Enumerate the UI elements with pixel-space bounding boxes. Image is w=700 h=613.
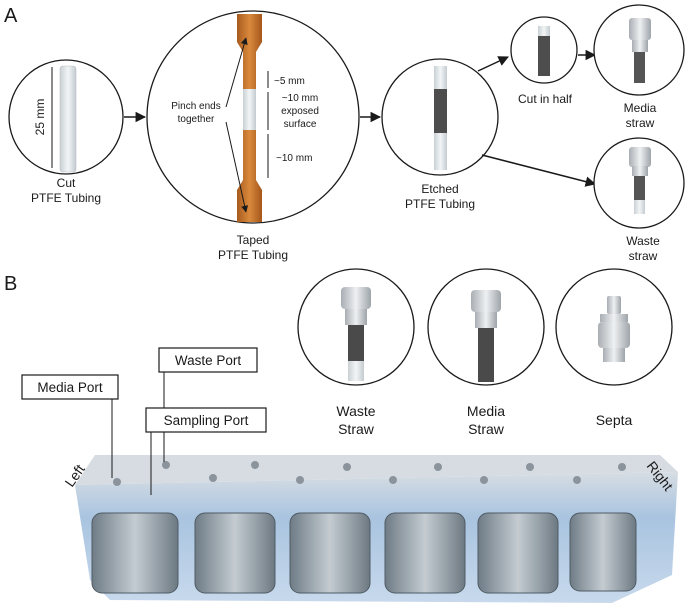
plate-top: [75, 455, 678, 485]
b-septa-group: Septa: [555, 268, 673, 428]
arrow-etched-to-waste: [481, 154, 597, 187]
b-waste-tube: [348, 325, 364, 361]
port-hole: [113, 478, 121, 486]
port-hole: [480, 476, 488, 484]
media-thread: [632, 40, 648, 52]
waste-caption-1: Waste: [626, 234, 660, 248]
b-media-straw-group: Media Straw: [427, 268, 545, 437]
waste-tube-end: [634, 200, 645, 214]
sampling-port-label: Sampling Port: [164, 413, 249, 428]
cut-tubing-group: 25 mm Cut PTFE Tubing: [8, 59, 124, 205]
b-media-thread: [475, 312, 497, 328]
dim-middle-3: surface: [284, 119, 317, 130]
b-media-cap: [471, 290, 501, 312]
waste-straw-group: Waste straw: [593, 137, 685, 263]
dim-top: ~5 mm: [274, 76, 305, 87]
media-port-callout: Media Port: [21, 374, 119, 478]
pinch-arrow-top: [225, 37, 248, 108]
panel-a-letter: A: [4, 5, 18, 27]
waste-cap: [629, 147, 651, 167]
taped-caption-2: PTFE Tubing: [218, 248, 288, 262]
etched-tube-middle: [434, 89, 447, 134]
upper-tape: [237, 14, 262, 90]
well: [194, 512, 276, 594]
plate-group: [75, 455, 678, 603]
half-tube-etched: [538, 36, 550, 76]
septa-body: [598, 322, 630, 348]
etched-caption-2: PTFE Tubing: [405, 197, 475, 211]
arrow-etched-to-half: [477, 56, 509, 72]
septa-thread: [603, 348, 625, 362]
etched-caption-1: Etched: [421, 182, 458, 196]
waste-caption-2: straw: [629, 249, 658, 263]
media-port-box: [21, 374, 119, 400]
well: [569, 512, 637, 592]
cut-caption-1: Cut: [57, 176, 76, 190]
b-media-tube: [478, 328, 494, 382]
port-hole: [434, 463, 442, 471]
media-straw-group: Media straw: [593, 4, 685, 130]
cut-caption-2: PTFE Tubing: [31, 191, 101, 205]
well: [477, 512, 559, 594]
port-hole: [389, 476, 397, 484]
pinch-label-2: together: [178, 114, 215, 125]
waste-tube: [634, 176, 645, 200]
pinch-label-1: Pinch ends: [171, 101, 220, 112]
taped-caption-1: Taped: [237, 233, 270, 247]
media-caption-1: Media: [624, 101, 657, 115]
media-tube: [634, 52, 645, 83]
well: [384, 512, 466, 594]
b-waste-straw-group: Waste Straw: [297, 268, 415, 437]
exposed-tube: [243, 89, 256, 131]
septa-flange: [600, 314, 628, 322]
cut-half-group: Cut in half: [510, 16, 578, 106]
waste-port-label: Waste Port: [175, 353, 242, 368]
port-hole: [162, 461, 170, 469]
port-hole: [573, 476, 581, 484]
panel-b-letter: B: [4, 273, 17, 295]
sampling-port-callout: Sampling Port: [145, 407, 267, 495]
b-waste-caption-2: Straw: [338, 421, 375, 437]
waste-port-box: [158, 347, 258, 373]
dim-middle-1: ~10 mm: [282, 93, 318, 104]
etched-tubing-group: Etched PTFE Tubing: [381, 58, 499, 211]
b-septa-caption: Septa: [596, 412, 633, 428]
port-hole: [343, 463, 351, 471]
port-hole: [209, 474, 217, 482]
pinch-arrow-bottom: [225, 121, 249, 213]
port-hole: [526, 463, 534, 471]
dim-bottom: ~10 mm: [276, 153, 312, 164]
etched-tube-bottom: [434, 133, 447, 170]
port-hole: [296, 476, 304, 484]
b-waste-caption-1: Waste: [336, 403, 375, 419]
b-media-caption-1: Media: [467, 403, 505, 419]
plate-ports: [113, 461, 626, 486]
etched-tube-top: [434, 66, 447, 90]
port-hole: [618, 463, 626, 471]
half-tube-top: [538, 26, 550, 36]
cut-tube-dimension: 25 mm: [33, 99, 47, 136]
port-hole: [251, 461, 259, 469]
cut-half-caption: Cut in half: [518, 92, 573, 106]
media-port-label: Media Port: [37, 380, 103, 395]
sampling-port-box: [145, 407, 267, 433]
waste-port-callout: Waste Port: [158, 347, 258, 462]
cut-tube: [59, 65, 77, 173]
b-waste-cap: [341, 287, 371, 309]
media-cap: [629, 18, 651, 40]
well: [289, 512, 371, 594]
b-waste-thread: [345, 309, 367, 325]
b-media-caption-2: Straw: [468, 421, 505, 437]
media-caption-2: straw: [626, 116, 655, 130]
well: [91, 512, 179, 594]
taped-tubing-group: Pinch ends together ~5 mm ~10 mm exposed…: [146, 10, 360, 262]
septa-top: [607, 296, 621, 314]
dim-middle-2: exposed: [281, 106, 319, 117]
waste-thread: [632, 166, 648, 176]
b-waste-tube-end: [348, 361, 364, 381]
